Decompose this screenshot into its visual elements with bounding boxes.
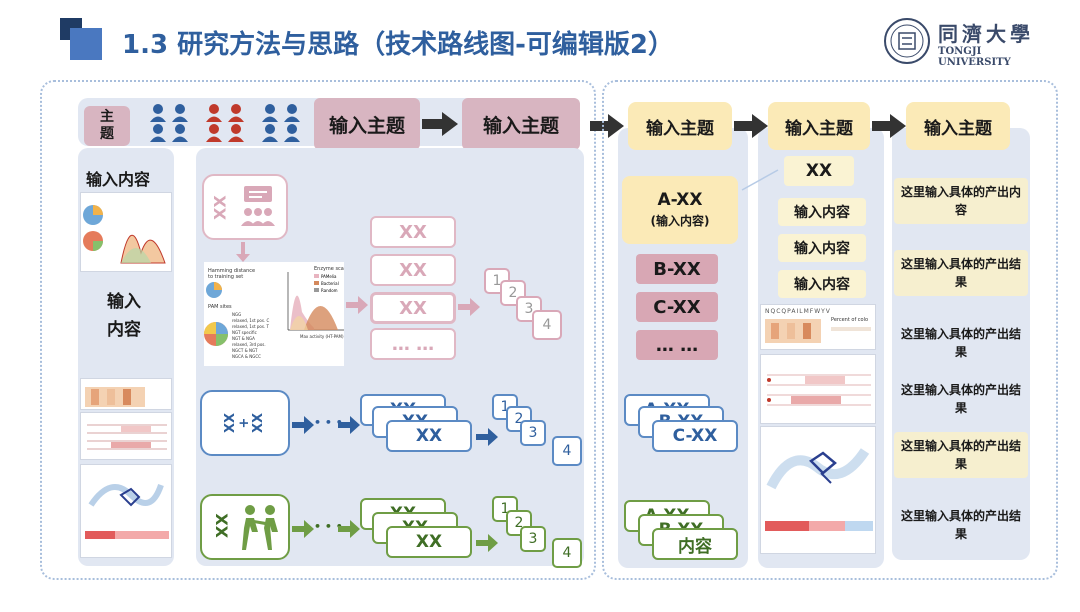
output-5: 这里输入具体的产出结果 bbox=[894, 432, 1028, 478]
right-step1-box: 输入主题 bbox=[628, 102, 732, 150]
presentation-people-icon bbox=[241, 186, 275, 226]
green-dots: • • • bbox=[314, 520, 343, 533]
green-arrow-right-icon-2 bbox=[338, 520, 360, 538]
mid-xx-box: XX bbox=[784, 156, 854, 186]
rose-item-more: … … bbox=[636, 330, 718, 360]
svg-text:NGT specific: NGT specific bbox=[232, 330, 257, 335]
chart-pam-title: PAM sites bbox=[208, 304, 232, 310]
mid-item-1: 输入内容 bbox=[778, 198, 866, 226]
percent-label: Percent of colo bbox=[831, 317, 869, 323]
connector-line bbox=[741, 169, 779, 191]
svg-text:NGCA & NGCC: NGCA & NGCC bbox=[232, 354, 261, 359]
mid-item-3: 输入内容 bbox=[778, 270, 866, 298]
enzyme-chart-figure: Hamming distance to training set PAM sit… bbox=[204, 262, 344, 366]
pink-card-2: XX bbox=[370, 254, 456, 286]
svg-text:relaxed, 3rd pos.: relaxed, 3rd pos. bbox=[232, 342, 266, 347]
pink-num-4: 4 bbox=[532, 310, 562, 340]
university-logo: 同濟大學 TONGJI UNIVERSITY bbox=[882, 16, 1042, 68]
blue-arrow-right-icon bbox=[292, 416, 314, 434]
left-step1-box: 输入主题 bbox=[314, 98, 420, 150]
row3-icon-text: XX bbox=[212, 513, 232, 539]
table-thumbnail bbox=[80, 412, 172, 460]
university-name-cn: 同濟大學 bbox=[938, 22, 1034, 46]
svg-text:PAMelia: PAMelia bbox=[321, 274, 337, 279]
dancing-people-icon bbox=[242, 505, 278, 550]
row2-icon-text: XX + XX bbox=[223, 412, 266, 434]
people-group-icon-blue-2 bbox=[262, 104, 300, 142]
chart-side-title: Hamming distance bbox=[208, 268, 255, 274]
mid-item-2: 输入内容 bbox=[778, 234, 866, 262]
section-arrow-icon bbox=[590, 114, 624, 138]
pink-card-3: XX bbox=[370, 292, 456, 324]
university-name-en: TONGJI UNIVERSITY bbox=[938, 46, 1011, 68]
people-group-icon-red bbox=[206, 104, 244, 142]
sequence-heatmap-thumbnail: NQCQPAILMFWYV Percent of colo bbox=[760, 304, 876, 350]
blue-dots: • • • bbox=[314, 416, 343, 429]
svg-text:Bacterial: Bacterial bbox=[321, 281, 339, 286]
blue-num-4: 4 bbox=[552, 436, 582, 466]
svg-text:to training set: to training set bbox=[208, 274, 243, 280]
green-num-3: 3 bbox=[520, 526, 546, 552]
output-1: 这里输入具体的产出内容 bbox=[894, 178, 1028, 224]
svg-text:NGG: NGG bbox=[232, 312, 241, 317]
right-step3-box: 输入主题 bbox=[906, 102, 1010, 150]
output-4: 这里输入具体的产出结果 bbox=[900, 383, 1021, 415]
title-decor-square-blue bbox=[70, 28, 102, 60]
a-xx-sub: (输入内容) bbox=[650, 214, 710, 228]
row1-icon-text: XX bbox=[210, 195, 230, 221]
svg-text:NGT & NGA: NGT & NGA bbox=[232, 336, 255, 341]
pink-arrow-right-icon bbox=[346, 296, 368, 314]
svg-text:Random: Random bbox=[321, 288, 338, 293]
university-seal-icon bbox=[884, 18, 930, 64]
topic-label: 主 题 bbox=[84, 106, 130, 146]
arrow-right-icon-3 bbox=[872, 114, 906, 138]
blue-arrow-right-icon-3 bbox=[476, 428, 498, 446]
right-section-frame bbox=[602, 80, 1058, 580]
structure-thumbnail bbox=[80, 464, 172, 558]
green-arrow-right-icon bbox=[292, 520, 314, 538]
people-group-icon-blue bbox=[150, 104, 188, 142]
left-input-label: 输入 内容 bbox=[107, 292, 141, 340]
blue-arrow-right-icon-2 bbox=[338, 416, 360, 434]
arrow-right-icon bbox=[422, 112, 458, 136]
row1-icon-box bbox=[202, 174, 288, 240]
green-arrow-right-icon-3 bbox=[476, 534, 498, 552]
svg-text:relaxed, 1st pos. T: relaxed, 1st pos. T bbox=[232, 324, 269, 329]
pink-card-4: … … bbox=[370, 328, 456, 360]
blue-num-3: 3 bbox=[520, 420, 546, 446]
svg-text:Max activity (HT-PAM): Max activity (HT-PAM) bbox=[300, 334, 344, 339]
protein-structure-thumbnail bbox=[760, 426, 876, 554]
rose-item-c: C-XX bbox=[636, 292, 718, 322]
a-xx-label: A-XX bbox=[657, 190, 703, 210]
figure-thumbnail bbox=[80, 192, 172, 272]
output-6: 这里输入具体的产出结果 bbox=[900, 509, 1021, 541]
svg-text:Enzyme sca: Enzyme sca bbox=[314, 266, 344, 272]
left-step2-box: 输入主题 bbox=[462, 98, 580, 150]
rose-item-b: B-XX bbox=[636, 254, 718, 284]
a-xx-box: A-XX (输入内容) bbox=[622, 176, 738, 244]
svg-text:relaxed, 1st pos. C: relaxed, 1st pos. C bbox=[232, 318, 269, 323]
green-num-4: 4 bbox=[552, 538, 582, 568]
arrow-right-icon-2 bbox=[734, 114, 768, 138]
right-step2-box: 输入主题 bbox=[768, 102, 870, 150]
arrow-down-icon bbox=[236, 242, 250, 262]
blue-card-3: XX bbox=[386, 420, 472, 452]
row2-icon-box bbox=[200, 390, 290, 456]
green-num-2: 2 bbox=[506, 510, 532, 536]
heatmap-thumbnail bbox=[80, 378, 172, 410]
right-green-card-3: 内容 bbox=[652, 528, 738, 560]
output-2: 这里输入具体的产出结果 bbox=[894, 250, 1028, 296]
right-blue-card-3: C-XX bbox=[652, 420, 738, 452]
left-section-frame bbox=[40, 80, 596, 580]
page-title: 1.3 研究方法与思路（技术路线图-可编辑版2） bbox=[122, 30, 674, 60]
output-3: 这里输入具体的产出结果 bbox=[900, 327, 1021, 359]
svg-text:NGCT & NGT: NGCT & NGT bbox=[232, 348, 258, 353]
pink-arrow-right-icon-2 bbox=[458, 298, 480, 316]
sequence-text: NQCQPAILMFWYV bbox=[765, 308, 831, 315]
green-card-3: XX bbox=[386, 526, 472, 558]
left-input-title: 输入内容 bbox=[86, 170, 151, 189]
mutation-table-thumbnail bbox=[760, 354, 876, 424]
pink-card-1: XX bbox=[370, 216, 456, 248]
